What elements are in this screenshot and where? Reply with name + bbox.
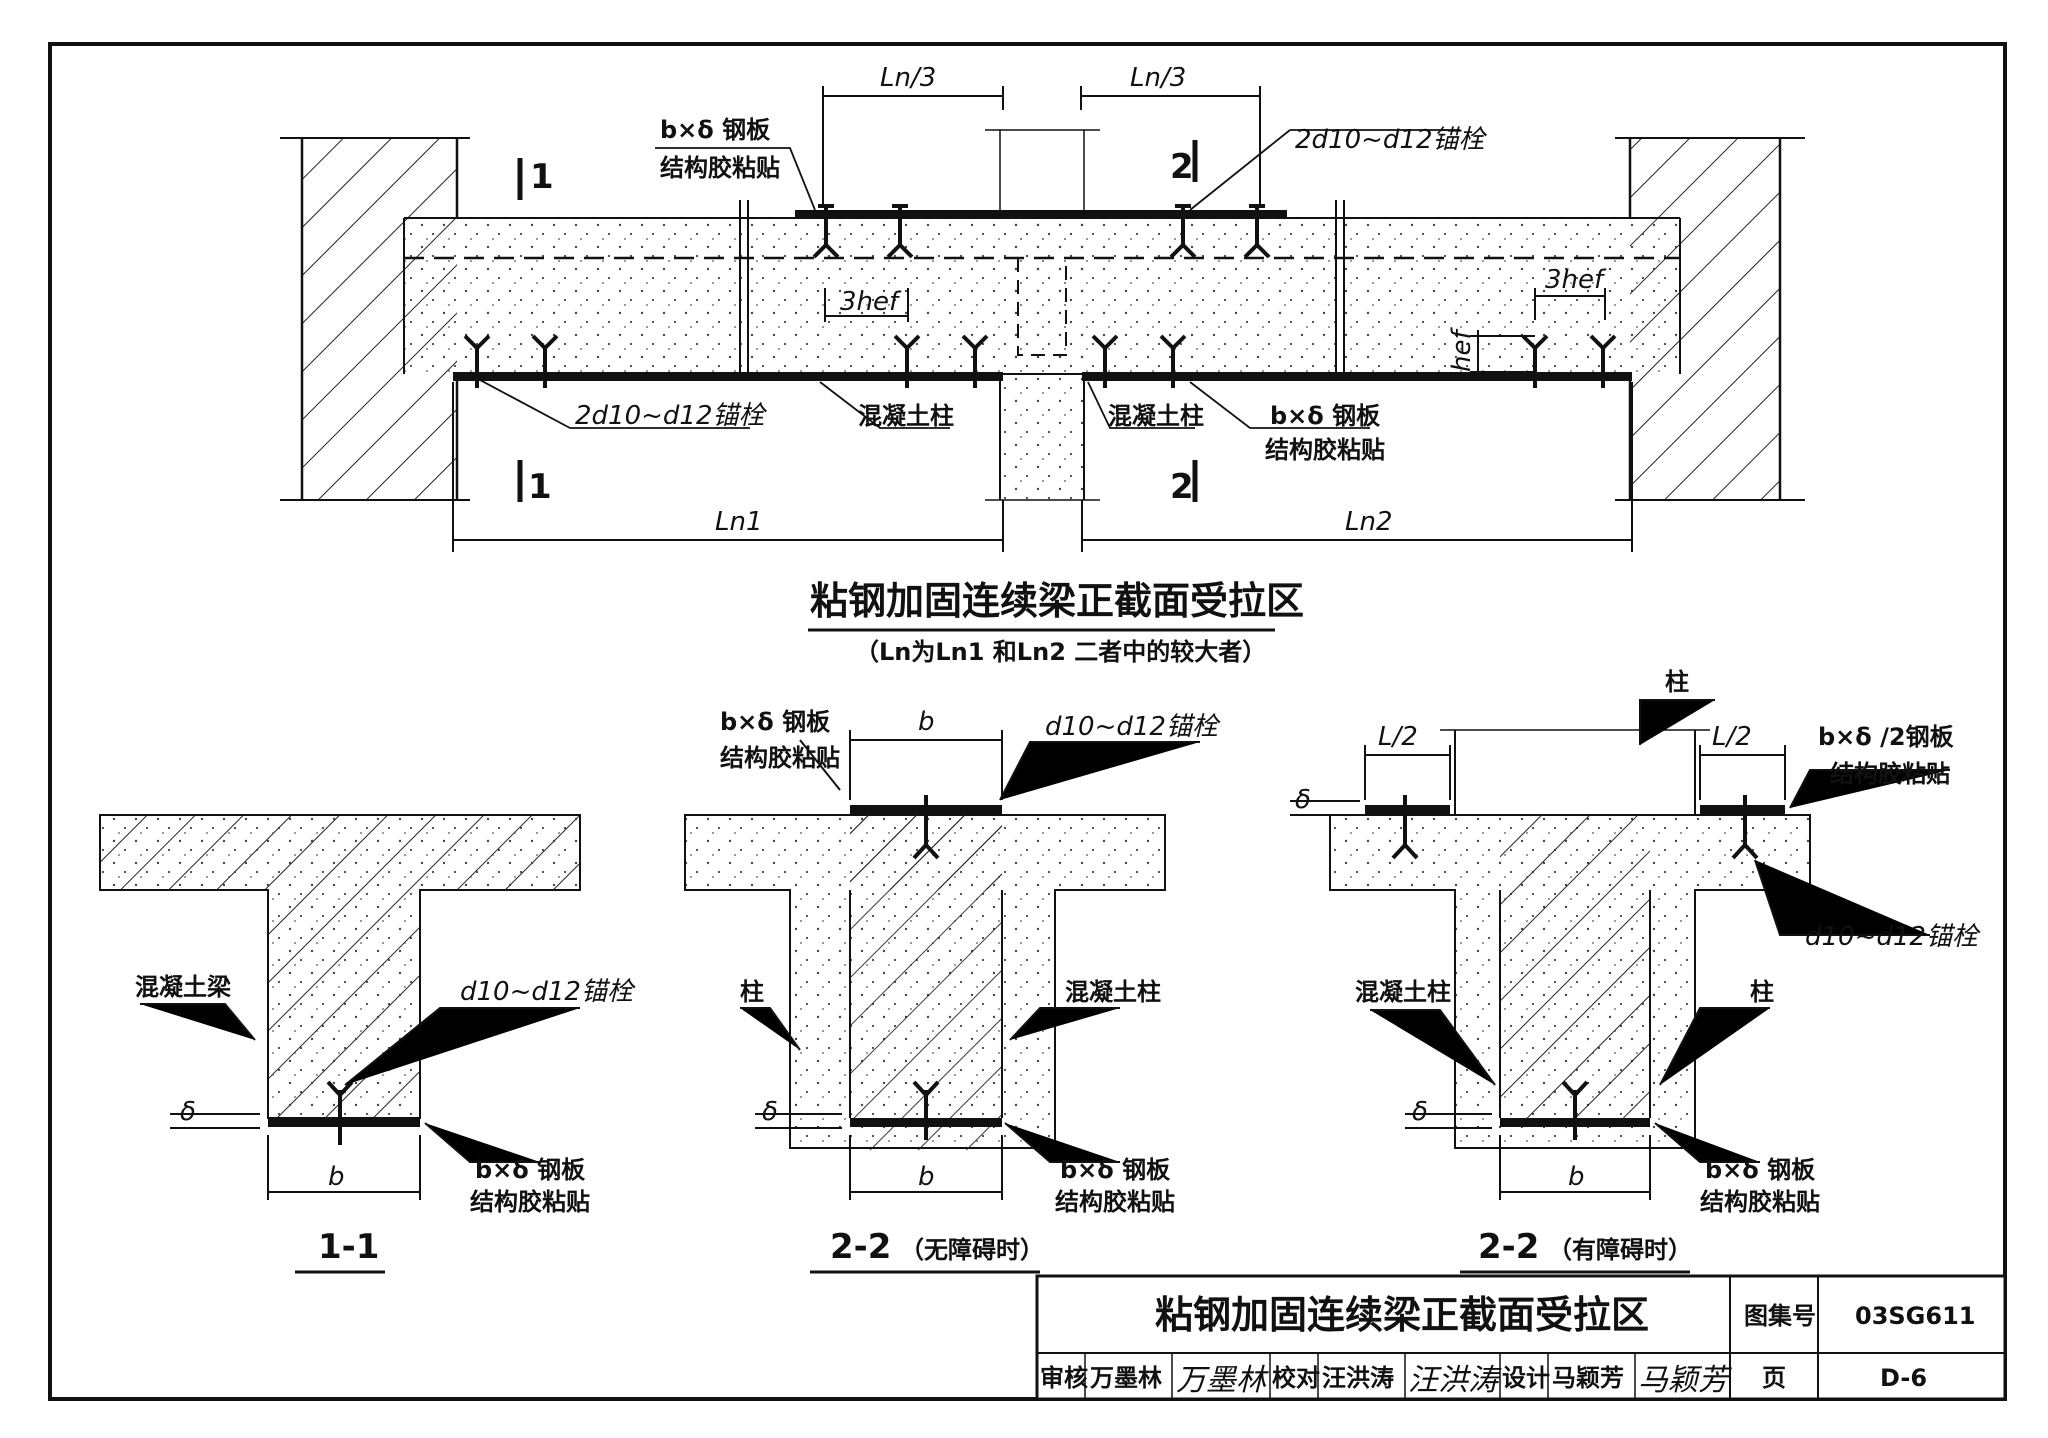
section-2b-top-plate-label-1: b×δ /2钢板 bbox=[1818, 723, 1955, 751]
section-2b-concrete-column-label: 混凝土柱 bbox=[1355, 978, 1451, 1006]
section-2b-name: 2-2 bbox=[1478, 1227, 1539, 1267]
section-2a-top-plate-label-1: b×δ 钢板 bbox=[720, 708, 831, 736]
section-1-plate-label-2: 结构胶粘贴 bbox=[470, 1188, 590, 1216]
section-2a-dim-b: b bbox=[918, 1162, 935, 1192]
section-2b-dim-b: b bbox=[1568, 1162, 1585, 1192]
bottom-anchor-bolts bbox=[463, 334, 1617, 388]
section-2b-top-plate-label-2: 结构胶粘贴 bbox=[1830, 760, 1950, 788]
section-2a-anchor-label: d10~d12锚栓 bbox=[1045, 712, 1221, 742]
section-2a-plate-label-2: 结构胶粘贴 bbox=[1055, 1188, 1175, 1216]
section-2a-name: 2-2 bbox=[830, 1227, 891, 1267]
column-label-right: 混凝土柱 bbox=[1108, 402, 1204, 430]
section-2a-dim-b-top: b bbox=[918, 707, 935, 737]
section-2b-anchor-label: d10~d12锚栓 bbox=[1805, 922, 1981, 952]
section-1-anchor-label: d10~d12锚栓 bbox=[460, 977, 636, 1007]
anchor-label-top: 2d10~d12锚栓 bbox=[1295, 125, 1488, 155]
plate-label-left-1: b×δ 钢板 bbox=[660, 116, 771, 144]
plate-label-right-2: 结构胶粘贴 bbox=[1265, 436, 1385, 464]
section-1-beam-label: 混凝土梁 bbox=[135, 973, 231, 1001]
dim-3hef-left: 3hef bbox=[840, 287, 902, 317]
section-1-1: b δ 混凝土梁 d10~d12锚栓 b×δ 钢板 结构胶粘贴 1-1 bbox=[99, 814, 636, 1274]
checker-signature: 汪洪涛 bbox=[1408, 1363, 1502, 1398]
middle-column bbox=[1000, 218, 1084, 500]
title-block-title: 粘钢加固连续梁正截面受拉区 bbox=[1155, 1293, 1649, 1337]
section-2b-dim-l2-right: L/2 bbox=[1712, 722, 1752, 752]
section-1-dim-delta: δ bbox=[180, 1097, 196, 1127]
main-elevation: Ln/3 Ln/3 Ln1 Ln2 3hef 3hef hef bbox=[280, 63, 1805, 666]
page-label: 页 bbox=[1762, 1364, 1786, 1392]
section-2a-column-label: 柱 bbox=[740, 978, 764, 1006]
top-anchor-bolts bbox=[812, 204, 1271, 259]
plate-label-left-2: 结构胶粘贴 bbox=[660, 154, 780, 182]
section-2a-note: （无障碍时） bbox=[900, 1236, 1044, 1264]
column-label-left: 混凝土柱 bbox=[858, 402, 954, 430]
section-2a-dim-delta: δ bbox=[762, 1097, 778, 1127]
plate-label-right-1: b×δ 钢板 bbox=[1270, 402, 1381, 430]
section-2b-top-plate-left bbox=[1365, 805, 1450, 814]
section-1-name: 1-1 bbox=[318, 1227, 379, 1267]
section-2b-note: （有障碍时） bbox=[1548, 1236, 1692, 1264]
section-2b-column-label: 柱 bbox=[1750, 978, 1774, 1006]
bottom-plate-left bbox=[453, 372, 1003, 381]
designer-signature: 马颖芳 bbox=[1638, 1363, 1732, 1398]
section-1-plate bbox=[268, 1118, 420, 1127]
section-1-dim-b: b bbox=[328, 1162, 345, 1192]
section-2b-plate-label-2: 结构胶粘贴 bbox=[1700, 1188, 1820, 1216]
reviewer-signature: 万墨林 bbox=[1176, 1363, 1269, 1398]
dim-ln3-right: Ln/3 bbox=[1130, 63, 1186, 93]
section-2b-dim-delta-top: δ bbox=[1295, 785, 1311, 815]
dim-hef: hef bbox=[1447, 327, 1477, 372]
atlas-number: 03SG611 bbox=[1855, 1302, 1975, 1330]
dim-ln3-left: Ln/3 bbox=[880, 63, 936, 93]
main-subtitle: （Ln为Ln1 和Ln2 二者中的较大者） bbox=[855, 638, 1266, 666]
top-steel-plate bbox=[795, 210, 1287, 219]
dim-3hef-right: 3hef bbox=[1545, 265, 1607, 295]
bottom-plate-right bbox=[1082, 372, 1632, 381]
sheet-border bbox=[48, 42, 2007, 1401]
section-2b-plate-label-1: b×δ 钢板 bbox=[1705, 1156, 1816, 1184]
section-2a-concrete-column-label: 混凝土柱 bbox=[1065, 978, 1161, 1006]
designer-name: 马颖芳 bbox=[1552, 1364, 1624, 1392]
atlas-label: 图集号 bbox=[1744, 1302, 1816, 1330]
section-mark-1-bottom: 1 bbox=[528, 467, 552, 507]
review-label: 审核 bbox=[1040, 1364, 1088, 1392]
main-title: 粘钢加固连续梁正截面受拉区 bbox=[810, 579, 1304, 623]
section-2a-top-plate-label-2: 结构胶粘贴 bbox=[720, 744, 840, 772]
dim-ln1: Ln1 bbox=[715, 507, 763, 537]
dim-ln2: Ln2 bbox=[1345, 507, 1393, 537]
checker-name: 汪洪涛 bbox=[1322, 1364, 1394, 1392]
dim-ln3 bbox=[822, 86, 1261, 205]
section-mark-2-top: 2 bbox=[1170, 147, 1194, 187]
section-2b-top-plate-right bbox=[1700, 805, 1785, 814]
section-2b-column-top-label: 柱 bbox=[1665, 668, 1689, 696]
title-block: 粘钢加固连续梁正截面受拉区 图集号 03SG611 页 D-6 审核 万墨林 万… bbox=[1035, 1274, 2007, 1401]
section-2b-dim-l2-left: L/2 bbox=[1378, 722, 1418, 752]
dim-ln bbox=[452, 382, 1633, 552]
section-mark-1-top: 1 bbox=[530, 157, 554, 197]
section-1-plate-label-1: b×δ 钢板 bbox=[475, 1156, 586, 1184]
section-2b-dim-delta: δ bbox=[1412, 1097, 1428, 1127]
reviewer-name: 万墨林 bbox=[1090, 1364, 1162, 1392]
anchor-label-bottom: 2d10~d12锚栓 bbox=[575, 401, 768, 431]
section-2a-plate-label-1: b×δ 钢板 bbox=[1060, 1156, 1171, 1184]
section-2-2-no-obstruction: b×δ 钢板 结构胶粘贴 b d10~d12锚栓 柱 混凝土柱 b×δ 钢板 结… bbox=[684, 707, 1221, 1274]
page-number: D-6 bbox=[1880, 1364, 1927, 1392]
section-mark-2-bottom: 2 bbox=[1170, 467, 1194, 507]
design-label: 设计 bbox=[1502, 1364, 1550, 1392]
check-label: 校对 bbox=[1272, 1364, 1320, 1392]
section-2-2-with-obstruction: 柱 L/2 L/2 b×δ /2钢板 结构胶粘贴 d10~d12锚栓 混凝土柱 … bbox=[1290, 668, 1981, 1274]
